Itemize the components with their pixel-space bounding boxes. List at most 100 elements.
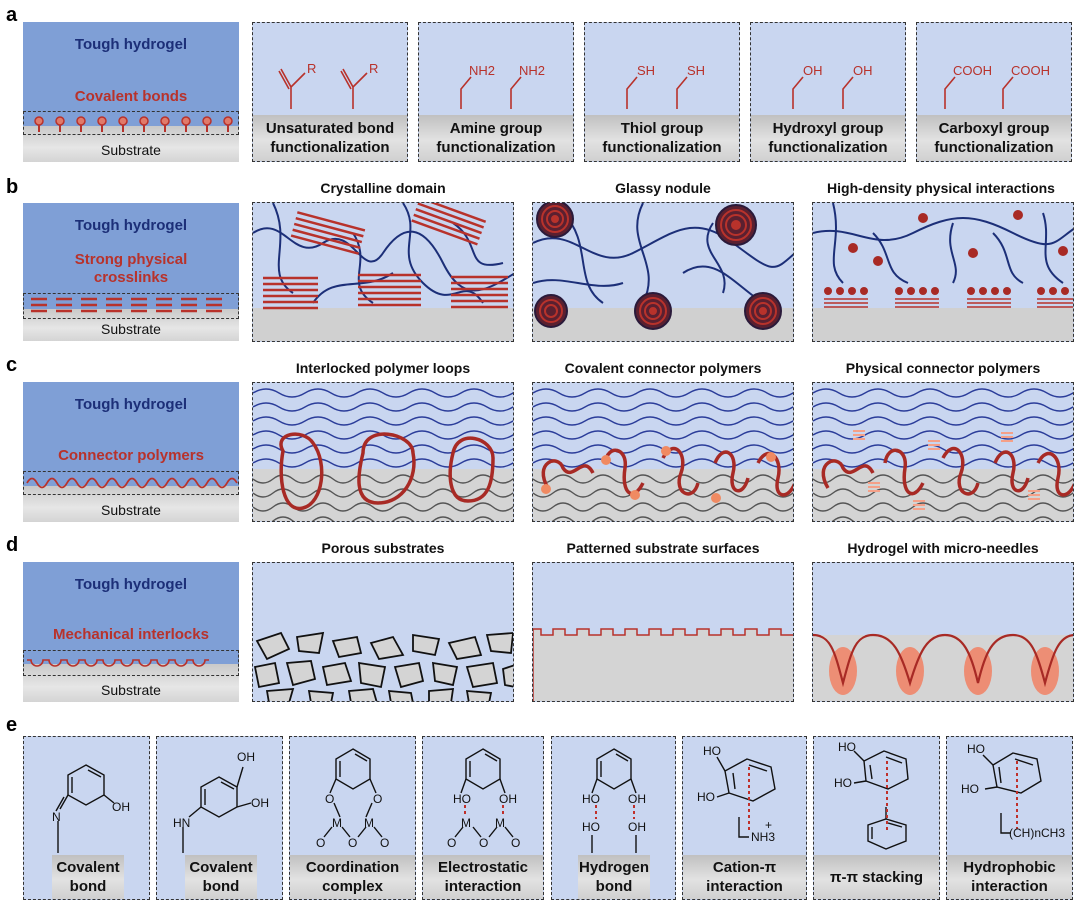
panel-e-hydrogen-bond: HO OH HO OH Hydrogen bond xyxy=(551,736,676,900)
hydrogel-layer xyxy=(23,562,239,664)
panel-patterned xyxy=(532,562,794,702)
hydrogel-layer xyxy=(23,382,239,486)
panel-caption: Covalent bond xyxy=(185,855,257,899)
substrate-label: Substrate xyxy=(101,682,161,698)
label-m-1: M xyxy=(461,816,471,830)
panel-caption: Coordination complex xyxy=(290,855,415,899)
panel-hydroxyl: OH OH Hydroxyl group functionalization xyxy=(750,22,906,162)
thiol-1: SH xyxy=(637,63,655,78)
row-letter-a: a xyxy=(6,4,18,26)
hydrogel-layer xyxy=(23,22,239,126)
label-nh3: NH3 xyxy=(751,830,775,844)
title-crystalline-domain: Crystalline domain xyxy=(320,180,446,196)
panel-caption: Thiol group functionalization xyxy=(585,115,739,161)
glassy-nodule-illustration xyxy=(533,203,793,341)
hydroxyl-1: OH xyxy=(803,63,823,78)
label-m-2: M xyxy=(495,816,505,830)
title-glassy-nodule: Glassy nodule xyxy=(615,180,711,196)
label-ho-2: HO xyxy=(582,820,600,834)
label-plus: + xyxy=(765,818,772,832)
label-o-4: O xyxy=(348,836,357,850)
label-o-1: O xyxy=(447,836,456,850)
label-ho-2: HO xyxy=(834,776,852,790)
substrate-label: Substrate xyxy=(101,321,161,337)
substrate-label: Substrate xyxy=(101,142,161,158)
panel-unsaturated-bond: R R Unsaturated bond functionalization xyxy=(252,22,408,162)
bond-label: Covalent bonds xyxy=(74,88,188,105)
label-oh-2: OH xyxy=(237,750,255,764)
panel-caption: Electrostatic interaction xyxy=(423,855,543,899)
thiol-2: SH xyxy=(687,63,705,78)
row-letter-e: e xyxy=(6,714,18,736)
substrate-layer xyxy=(23,664,239,702)
row-letter-c: c xyxy=(6,354,18,376)
micro-needles-illustration xyxy=(813,633,1073,701)
r-group-2: R xyxy=(369,61,378,76)
bond-label: Connector polymers xyxy=(58,447,204,464)
panel-thiol: SH SH Thiol group functionalization xyxy=(584,22,740,162)
label-ho: HO xyxy=(453,792,471,806)
panel-carboxyl: COOH COOH Carboxyl group functionalizati… xyxy=(916,22,1072,162)
amine-2: NH2 xyxy=(519,63,545,78)
label-ho-2: HO xyxy=(961,782,979,796)
label-ho-1: HO xyxy=(703,744,721,758)
electrostatic-structure: HO OH M M O O O xyxy=(447,748,520,850)
panel-high-density xyxy=(812,202,1074,342)
panel-e-covalent-1: N OH Covalent bond xyxy=(23,736,150,900)
schematic-b: Tough hydrogel Strong physical crosslink… xyxy=(23,203,239,341)
substrate-layer xyxy=(23,309,239,341)
substrate-layer xyxy=(23,486,239,522)
coordination-structure: O O M M O O O xyxy=(316,748,389,850)
hydrogel-layer xyxy=(23,203,239,309)
label-m-1: M xyxy=(332,816,342,830)
bond-label: Strong physical crosslinks xyxy=(74,251,188,286)
hydrophobic-structure: HO HO (CH)nCH3 xyxy=(961,742,1065,840)
panel-caption: Unsaturated bond functionalization xyxy=(253,115,407,161)
label-oh: OH xyxy=(112,800,130,814)
label-oh-1: OH xyxy=(628,792,646,806)
covalent-connector-illustration xyxy=(533,388,793,521)
substrate-label: Substrate xyxy=(101,502,161,518)
interface-box xyxy=(23,111,239,135)
gel-label: Tough hydrogel xyxy=(74,217,188,234)
panel-crystalline-domain xyxy=(252,202,514,342)
physical-crosslink-stacks xyxy=(31,297,222,313)
vinyl-structure: R R xyxy=(278,61,378,109)
panel-caption: Cation-π interaction xyxy=(683,855,806,899)
pi-pi-structure: HO HO xyxy=(834,740,909,850)
panel-e-coordination: O O M M O O O Coordination complex xyxy=(289,736,416,900)
schematic-a: Tough hydrogel Covalent bonds Substrate xyxy=(23,22,239,162)
thiol-structure: SH SH xyxy=(626,63,705,109)
label-m-2: M xyxy=(364,816,374,830)
panel-e-covalent-2: HN OH OH Covalent bond xyxy=(156,736,283,900)
panel-micro-needles xyxy=(812,562,1074,702)
hydrogen-bond-structure: HO OH HO OH xyxy=(582,748,646,853)
title-porous: Porous substrates xyxy=(321,540,445,556)
label-hn: HN xyxy=(173,816,190,830)
panel-caption: Covalent bond xyxy=(52,855,124,899)
interlocked-loops-illustration xyxy=(253,388,513,521)
panel-e-cation-pi: HO HO NH3 + Cation-π interaction xyxy=(682,736,807,900)
interface-box xyxy=(23,471,239,495)
label-oh: OH xyxy=(499,792,517,806)
amine-1: NH2 xyxy=(469,63,495,78)
row-letter-d: d xyxy=(6,534,19,556)
porous-illustration xyxy=(253,631,513,701)
label-o-2: O xyxy=(479,836,488,850)
physical-connector-illustration xyxy=(813,388,1073,521)
panel-caption: Hydroxyl group functionalization xyxy=(751,115,905,161)
label-ho-1: HO xyxy=(838,740,856,754)
title-physical-connector: Physical connector polymers xyxy=(845,360,1041,376)
label-n: N xyxy=(52,810,61,824)
title-covalent-connector: Covalent connector polymers xyxy=(564,360,762,376)
gel-label: Tough hydrogel xyxy=(74,396,188,413)
schematic-d: Tough hydrogel Mechanical interlocks Sub… xyxy=(23,562,239,702)
connector-wave xyxy=(26,477,238,489)
label-o-3: O xyxy=(316,836,325,850)
panel-porous xyxy=(252,562,514,702)
title-micro-needles: Hydrogel with micro-needles xyxy=(847,540,1039,556)
panel-caption: Amine group functionalization xyxy=(419,115,573,161)
interface-box xyxy=(23,293,239,319)
carboxyl-1: COOH xyxy=(953,63,992,78)
amine-structure: NH2 NH2 xyxy=(460,63,545,109)
